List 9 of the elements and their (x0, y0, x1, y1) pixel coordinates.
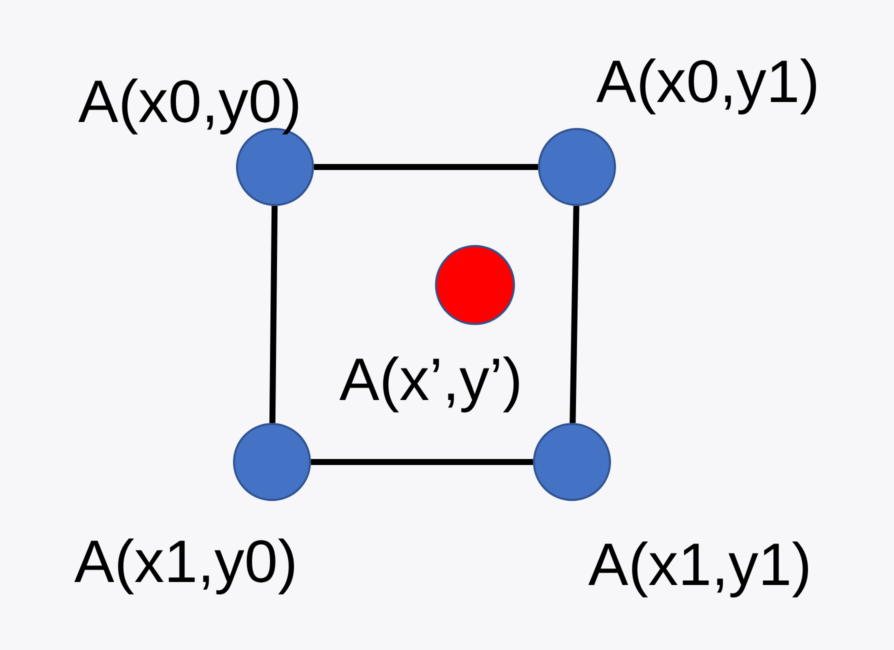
coordinate-label: A(x1,y0) (74, 532, 298, 592)
coordinate-label: A(x0,y0) (78, 72, 302, 132)
coordinate-label: A(x1,y1) (588, 535, 812, 595)
coordinate-label: A(x’,y’) (339, 350, 523, 410)
coordinate-label: A(x0,y1) (596, 52, 820, 112)
grid-line (570, 206, 580, 424)
grid-line (269, 206, 278, 424)
grid-line (311, 459, 533, 465)
grid-line (314, 164, 538, 170)
